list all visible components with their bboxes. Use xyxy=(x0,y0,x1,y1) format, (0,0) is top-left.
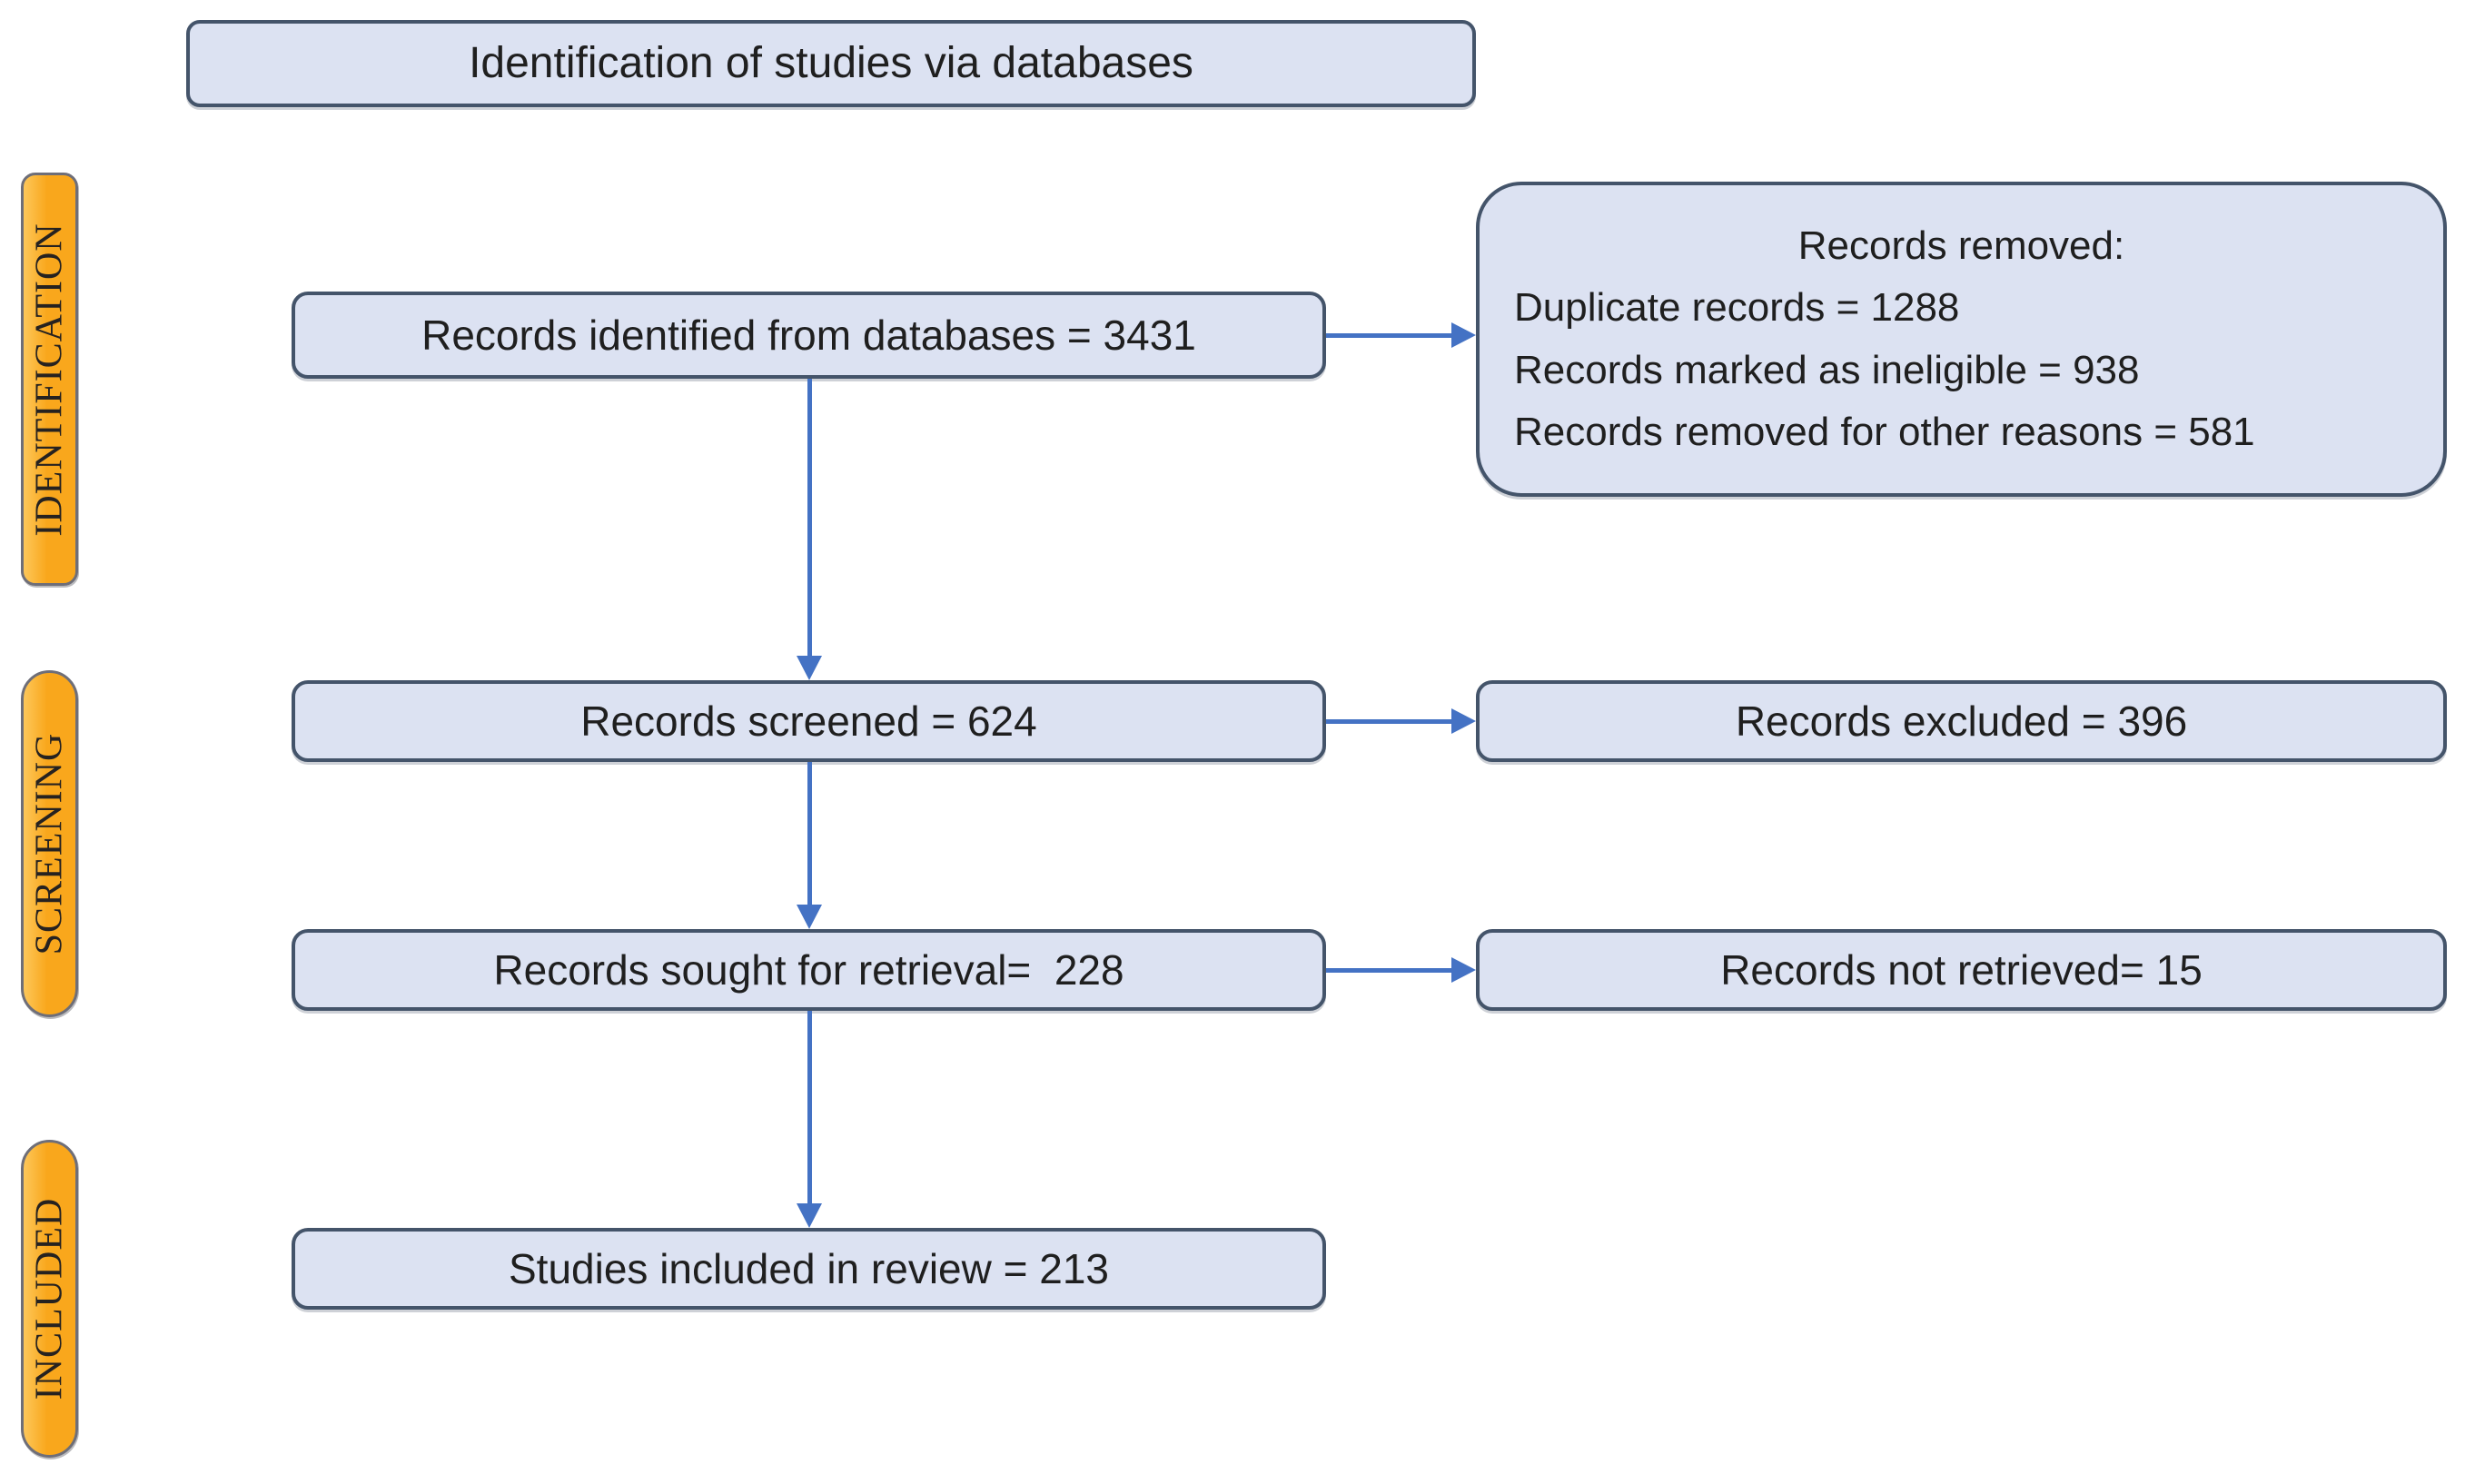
stage-included-label: INCLUDED xyxy=(28,1197,71,1400)
arrow-shaft xyxy=(807,1011,812,1205)
box-studies-included: Studies included in review = 213 xyxy=(292,1228,1326,1310)
title-box: Identification of studies via databases xyxy=(186,20,1476,107)
diagram-title: Identification of studies via databases xyxy=(469,39,1193,88)
box-records-screened: Records screened = 624 xyxy=(292,680,1326,762)
arrow-head-down-icon xyxy=(797,656,822,680)
arrow-head-right-icon xyxy=(1451,322,1476,348)
records-removed-other: Records removed for other reasons = 581 xyxy=(1514,409,2255,454)
arrow-sought-to-included-icon xyxy=(797,1011,822,1228)
arrow-identified-to-screened-icon xyxy=(797,379,822,680)
arrow-head-down-icon xyxy=(797,1203,822,1228)
arrow-shaft xyxy=(807,762,812,906)
records-identified-label: Records identified from databases = 3431 xyxy=(421,311,1196,359)
arrow-shaft xyxy=(1326,968,1453,973)
records-excluded-label: Records excluded = 396 xyxy=(1735,697,2188,745)
arrow-screened-to-excluded-icon xyxy=(1326,708,1476,734)
records-not-retrieved-label: Records not retrieved= 15 xyxy=(1720,945,2203,994)
records-removed-ineligible: Records marked as ineligible = 938 xyxy=(1514,347,2140,392)
arrow-sought-to-not-retrieved-icon xyxy=(1326,957,1476,983)
records-removed-title: Records removed: xyxy=(1797,223,2125,269)
arrow-shaft xyxy=(1326,719,1453,724)
arrow-shaft xyxy=(807,379,812,658)
records-sought-label: Records sought for retrieval= 228 xyxy=(493,945,1124,994)
records-removed-duplicates: Duplicate records = 1288 xyxy=(1514,285,1960,331)
box-records-identified: Records identified from databases = 3431 xyxy=(292,292,1326,379)
arrow-screened-to-sought-icon xyxy=(797,762,822,929)
box-records-removed: Records removed: Duplicate records = 128… xyxy=(1476,182,2447,497)
arrow-head-down-icon xyxy=(797,905,822,929)
box-records-not-retrieved: Records not retrieved= 15 xyxy=(1476,929,2447,1011)
arrow-head-right-icon xyxy=(1451,957,1476,983)
stage-identification: IDENTIFICATION xyxy=(21,173,78,586)
stage-screening-label: SCREENING xyxy=(28,732,71,955)
arrow-head-right-icon xyxy=(1451,708,1476,734)
stage-identification-label: IDENTIFICATION xyxy=(28,222,71,537)
box-records-excluded: Records excluded = 396 xyxy=(1476,680,2447,762)
stage-included: INCLUDED xyxy=(21,1140,78,1458)
arrow-shaft xyxy=(1326,333,1453,338)
stage-screening: SCREENING xyxy=(21,670,78,1017)
arrow-identified-to-removed-icon xyxy=(1326,322,1476,348)
records-screened-label: Records screened = 624 xyxy=(580,697,1037,745)
box-records-sought: Records sought for retrieval= 228 xyxy=(292,929,1326,1011)
studies-included-label: Studies included in review = 213 xyxy=(508,1244,1110,1292)
